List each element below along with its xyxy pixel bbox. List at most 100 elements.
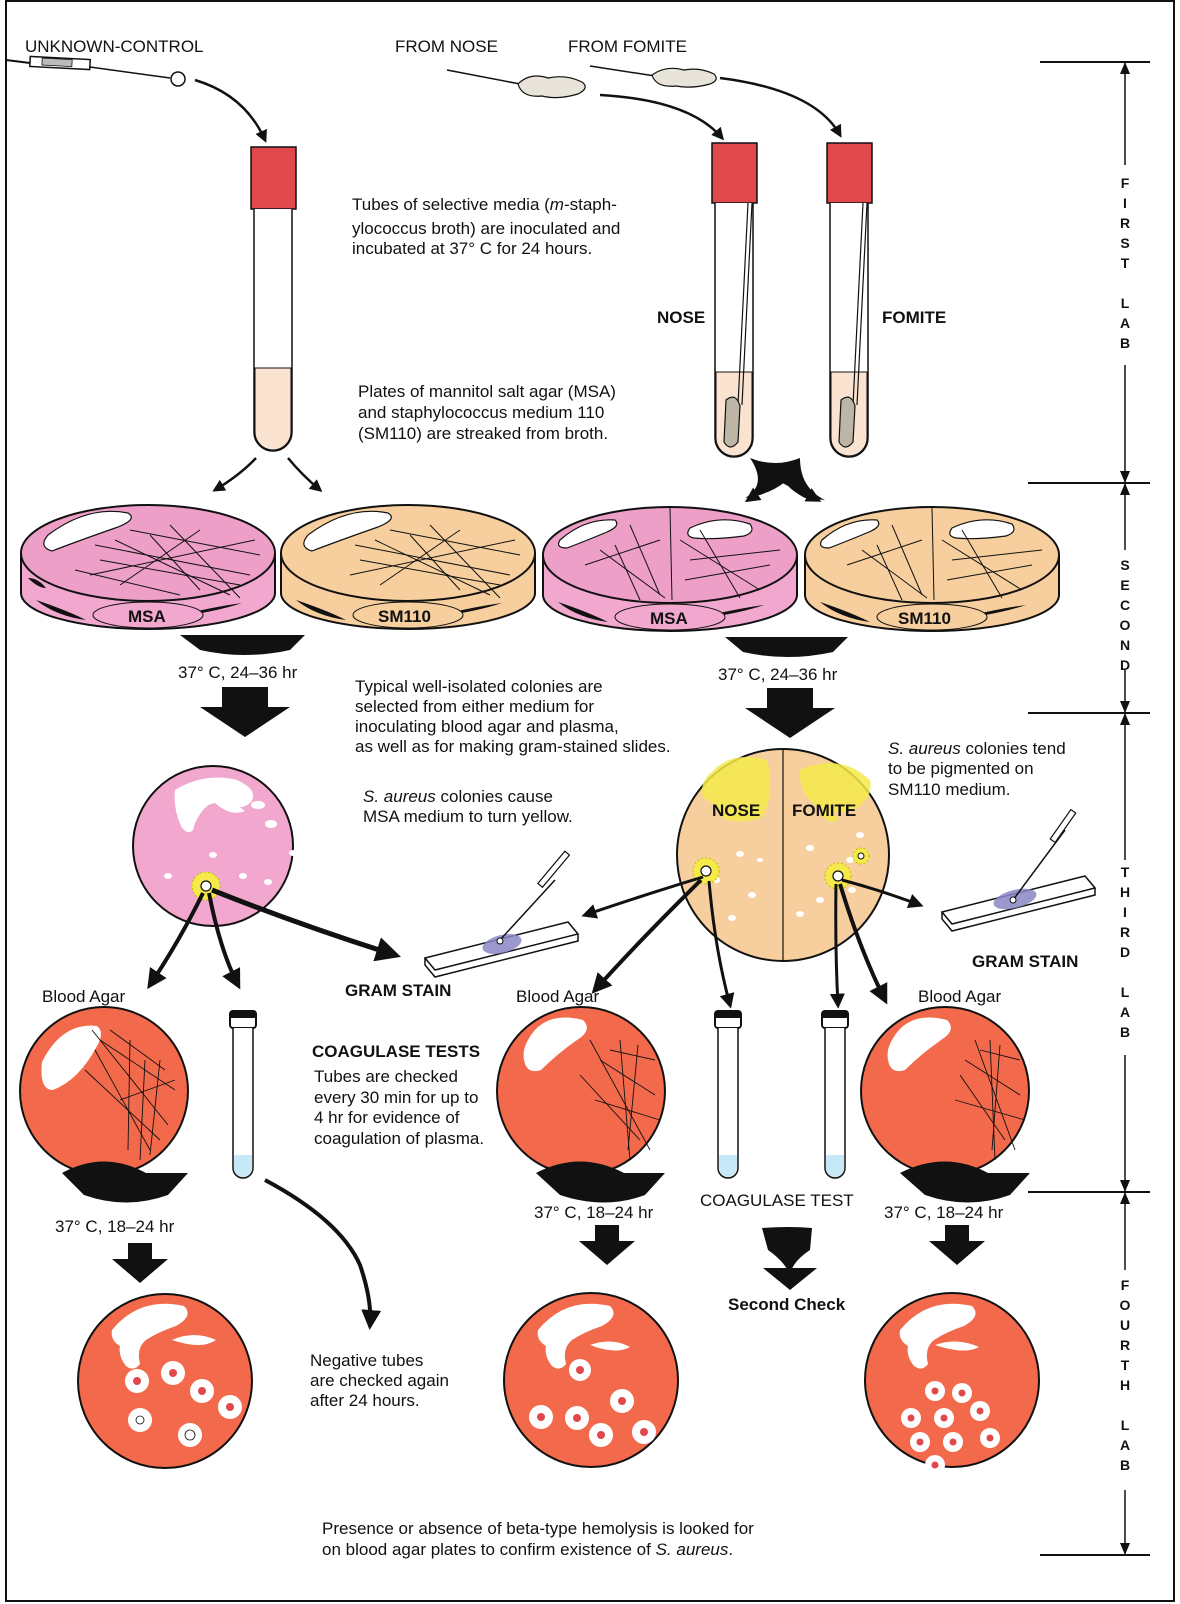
second-lab-letter: D [1120, 657, 1130, 673]
second-lab-letter: S [1120, 557, 1129, 573]
arrow-to-nose-tube [600, 95, 722, 138]
from-nose-label: FROM NOSE [395, 37, 498, 56]
nose-final-blood-agar-plate [504, 1293, 678, 1467]
right-gram-stain-label: GRAM STAIN [972, 952, 1078, 971]
fourth-lab-letter: R [1120, 1337, 1130, 1353]
lab-timeline [1028, 62, 1150, 1555]
fourth-lab-letter: T [1121, 1357, 1130, 1373]
left-coagulase-tube [230, 1011, 256, 1178]
right-incubation-funnel [725, 637, 848, 738]
fourth-lab-letter: B [1120, 1457, 1130, 1473]
second-lab-letter: E [1120, 577, 1129, 593]
left-blood-agar-label: Blood Agar [42, 987, 126, 1006]
fomite-final-blood-agar-plate [865, 1293, 1039, 1475]
final-note-line-1: Presence or absence of beta-type hemolys… [322, 1519, 754, 1538]
third-lab-letter: I [1123, 904, 1127, 920]
coag-note-line-2: every 30 min for up to [314, 1088, 478, 1107]
sm110-plate-fomite-label: FOMITE [792, 801, 856, 820]
msa-colony-plate [133, 766, 297, 926]
left-incubation-funnel [180, 635, 305, 737]
left-final-blood-agar-plate [78, 1294, 252, 1468]
right-sm110-label: SM110 [898, 609, 951, 628]
third-lab-letter: A [1120, 1004, 1130, 1020]
left-sm110-label: SM110 [378, 607, 431, 626]
first-lab-letter: F [1121, 175, 1130, 191]
colonies-note-line-2: selected from either medium for [355, 697, 594, 716]
negative-note-line-1: Negative tubes [310, 1351, 423, 1370]
right-msa-label: MSA [650, 609, 688, 628]
third-lab-letter: H [1120, 884, 1130, 900]
third-lab-letter: D [1120, 944, 1130, 960]
fomite-blood-agar-plate [861, 1007, 1029, 1175]
sm-note-line-1: S. aureus colonies tend [888, 739, 1066, 758]
second-lab-letter: N [1120, 637, 1130, 653]
unknown-control-loop [6, 56, 185, 86]
right-plate-incubation-label: 37° C, 24–36 hr [718, 665, 838, 684]
fomite-blood-incubation-label: 37° C, 18–24 hr [884, 1203, 1004, 1222]
fomite-swab [590, 66, 716, 87]
negative-note-line-2: are checked again [310, 1371, 449, 1390]
final-note-line-2: on blood agar plates to confirm existenc… [322, 1540, 733, 1559]
second-lab-letter: C [1120, 597, 1130, 613]
left-gram-stain-slide [425, 851, 578, 977]
colonies-note-line-1: Typical well-isolated colonies are [355, 677, 603, 696]
unknown-control-label: UNKNOWN-CONTROL [25, 37, 204, 56]
sm110-plate-nose-label: NOSE [712, 801, 760, 820]
second-check-label: Second Check [728, 1295, 846, 1314]
nose-swab [447, 70, 585, 98]
fomite-tube-label: FOMITE [882, 308, 946, 327]
left-plate-incubation-label: 37° C, 24–36 hr [178, 663, 298, 682]
msa-note-line-1: S. aureus colonies cause [363, 787, 553, 806]
right-gram-stain-slide [942, 810, 1095, 931]
fourth-lab-letter: L [1121, 1417, 1130, 1433]
arrow-to-control-tube [195, 80, 265, 140]
arrow-to-left-msa [215, 458, 256, 490]
from-fomite-label: FROM FOMITE [568, 37, 687, 56]
msa-note-line-2: MSA medium to turn yellow. [363, 807, 573, 826]
nose-blood-incubation-label: 37° C, 18–24 hr [534, 1203, 654, 1222]
nose-coagulase-tube [715, 1011, 741, 1178]
coag-note-line-1: Tubes are checked [314, 1067, 458, 1086]
second-lab-letter: O [1120, 617, 1131, 633]
second-check-funnel [762, 1227, 817, 1290]
left-blood-incubation-label: 37° C, 18–24 hr [55, 1217, 175, 1236]
arrow-to-nose-blood-agar [595, 880, 701, 990]
coagulase-tests-heading: COAGULASE TESTS [312, 1042, 480, 1061]
tubes-note-line-1: Tubes of selective media (m-staph- [352, 195, 617, 214]
colonies-note-line-4: as well as for making gram-stained slide… [355, 737, 671, 756]
nose-broth-tube [712, 143, 757, 457]
third-lab-letter: R [1120, 924, 1130, 940]
fomite-blood-agar-label: Blood Agar [918, 987, 1002, 1006]
coag-note-line-3: 4 hr for evidence of [314, 1108, 460, 1127]
fourth-lab-letter: A [1120, 1437, 1130, 1453]
arrow-negative-tubes [265, 1180, 370, 1325]
left-msa-label: MSA [128, 607, 166, 626]
fomite-coagulase-tube [822, 1011, 848, 1178]
nose-tube-label: NOSE [657, 308, 705, 327]
first-lab-letter: L [1121, 295, 1130, 311]
fourth-lab-letter: H [1120, 1377, 1130, 1393]
third-lab-letter: T [1121, 864, 1130, 880]
plates-note-line-2: and staphylococcus medium 110 [358, 403, 604, 422]
first-lab-letter: T [1121, 255, 1130, 271]
fourth-lab-letter: F [1121, 1277, 1130, 1293]
tubes-note-line-2: ylococcus broth) are inoculated and [352, 219, 620, 238]
tubes-note-line-3: incubated at 37° C for 24 hours. [352, 239, 592, 258]
colonies-note-line-3: inoculating blood agar and plasma, [355, 717, 619, 736]
first-lab-letter: S [1120, 235, 1129, 251]
arrow-to-left-sm110 [288, 458, 320, 490]
first-lab-letter: A [1120, 315, 1130, 331]
sm-note-line-2: to be pigmented on [888, 759, 1034, 778]
nose-blood-agar-plate [497, 1007, 665, 1175]
sm-note-line-3: SM110 medium. [888, 780, 1011, 799]
fourth-lab-letter: U [1120, 1317, 1130, 1333]
coagulase-test-label: COAGULASE TEST [700, 1191, 854, 1210]
nose-blood-agar-label: Blood Agar [516, 987, 600, 1006]
first-lab-letter: B [1120, 335, 1130, 351]
